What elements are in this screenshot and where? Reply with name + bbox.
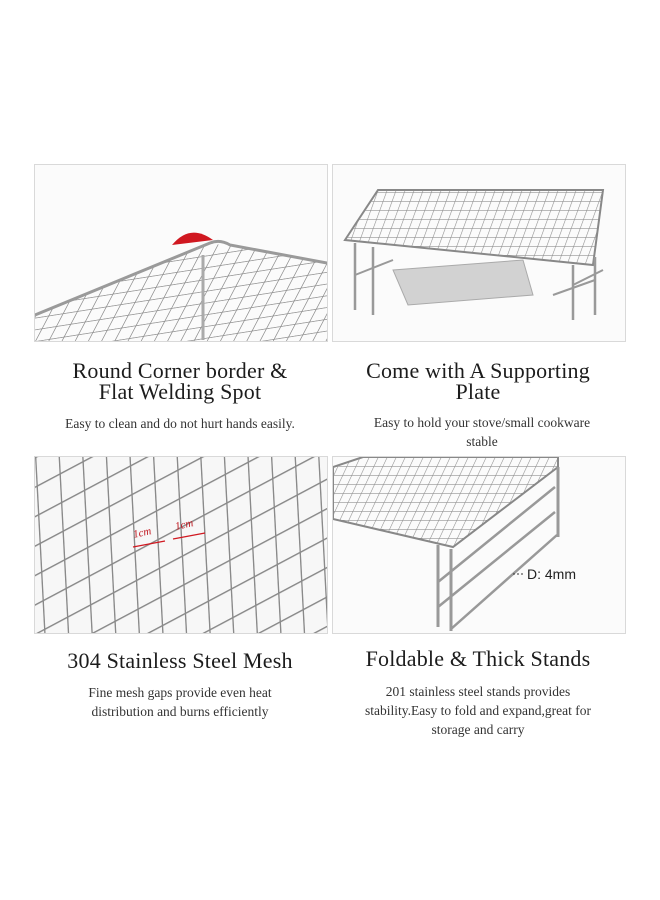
foldable-stands-photo: D: 4mm (332, 456, 626, 634)
diameter-callout: D: 4mm (527, 566, 576, 582)
foldable-stand-illustration (333, 457, 625, 633)
panel2-title: Come with A Supporting Plate (366, 358, 590, 404)
panel3-description: Fine mesh gaps provide even heat distrib… (88, 685, 272, 719)
steel-mesh-closeup-photo: 1cm 1cm (34, 456, 328, 634)
panel4-description: 201 stainless steel stands provides stab… (365, 684, 591, 737)
panel4-title: Foldable & Thick Stands (365, 646, 591, 671)
supporting-plate-photo (332, 164, 626, 342)
rack-with-plate-illustration (333, 165, 625, 341)
panel3-title: 304 Stainless Steel Mesh (67, 648, 293, 673)
panel2-description: Easy to hold your stove/small cookware s… (373, 415, 591, 449)
panel1-description: Easy to clean and do not hurt hands easi… (65, 416, 295, 431)
round-corner-mesh-illustration (35, 165, 327, 341)
round-corner-photo (34, 164, 328, 342)
round-corner-highlight (172, 232, 213, 245)
mesh-closeup-illustration (35, 457, 327, 633)
panel1-title: Round Corner border & Flat Welding Spot (72, 358, 288, 404)
